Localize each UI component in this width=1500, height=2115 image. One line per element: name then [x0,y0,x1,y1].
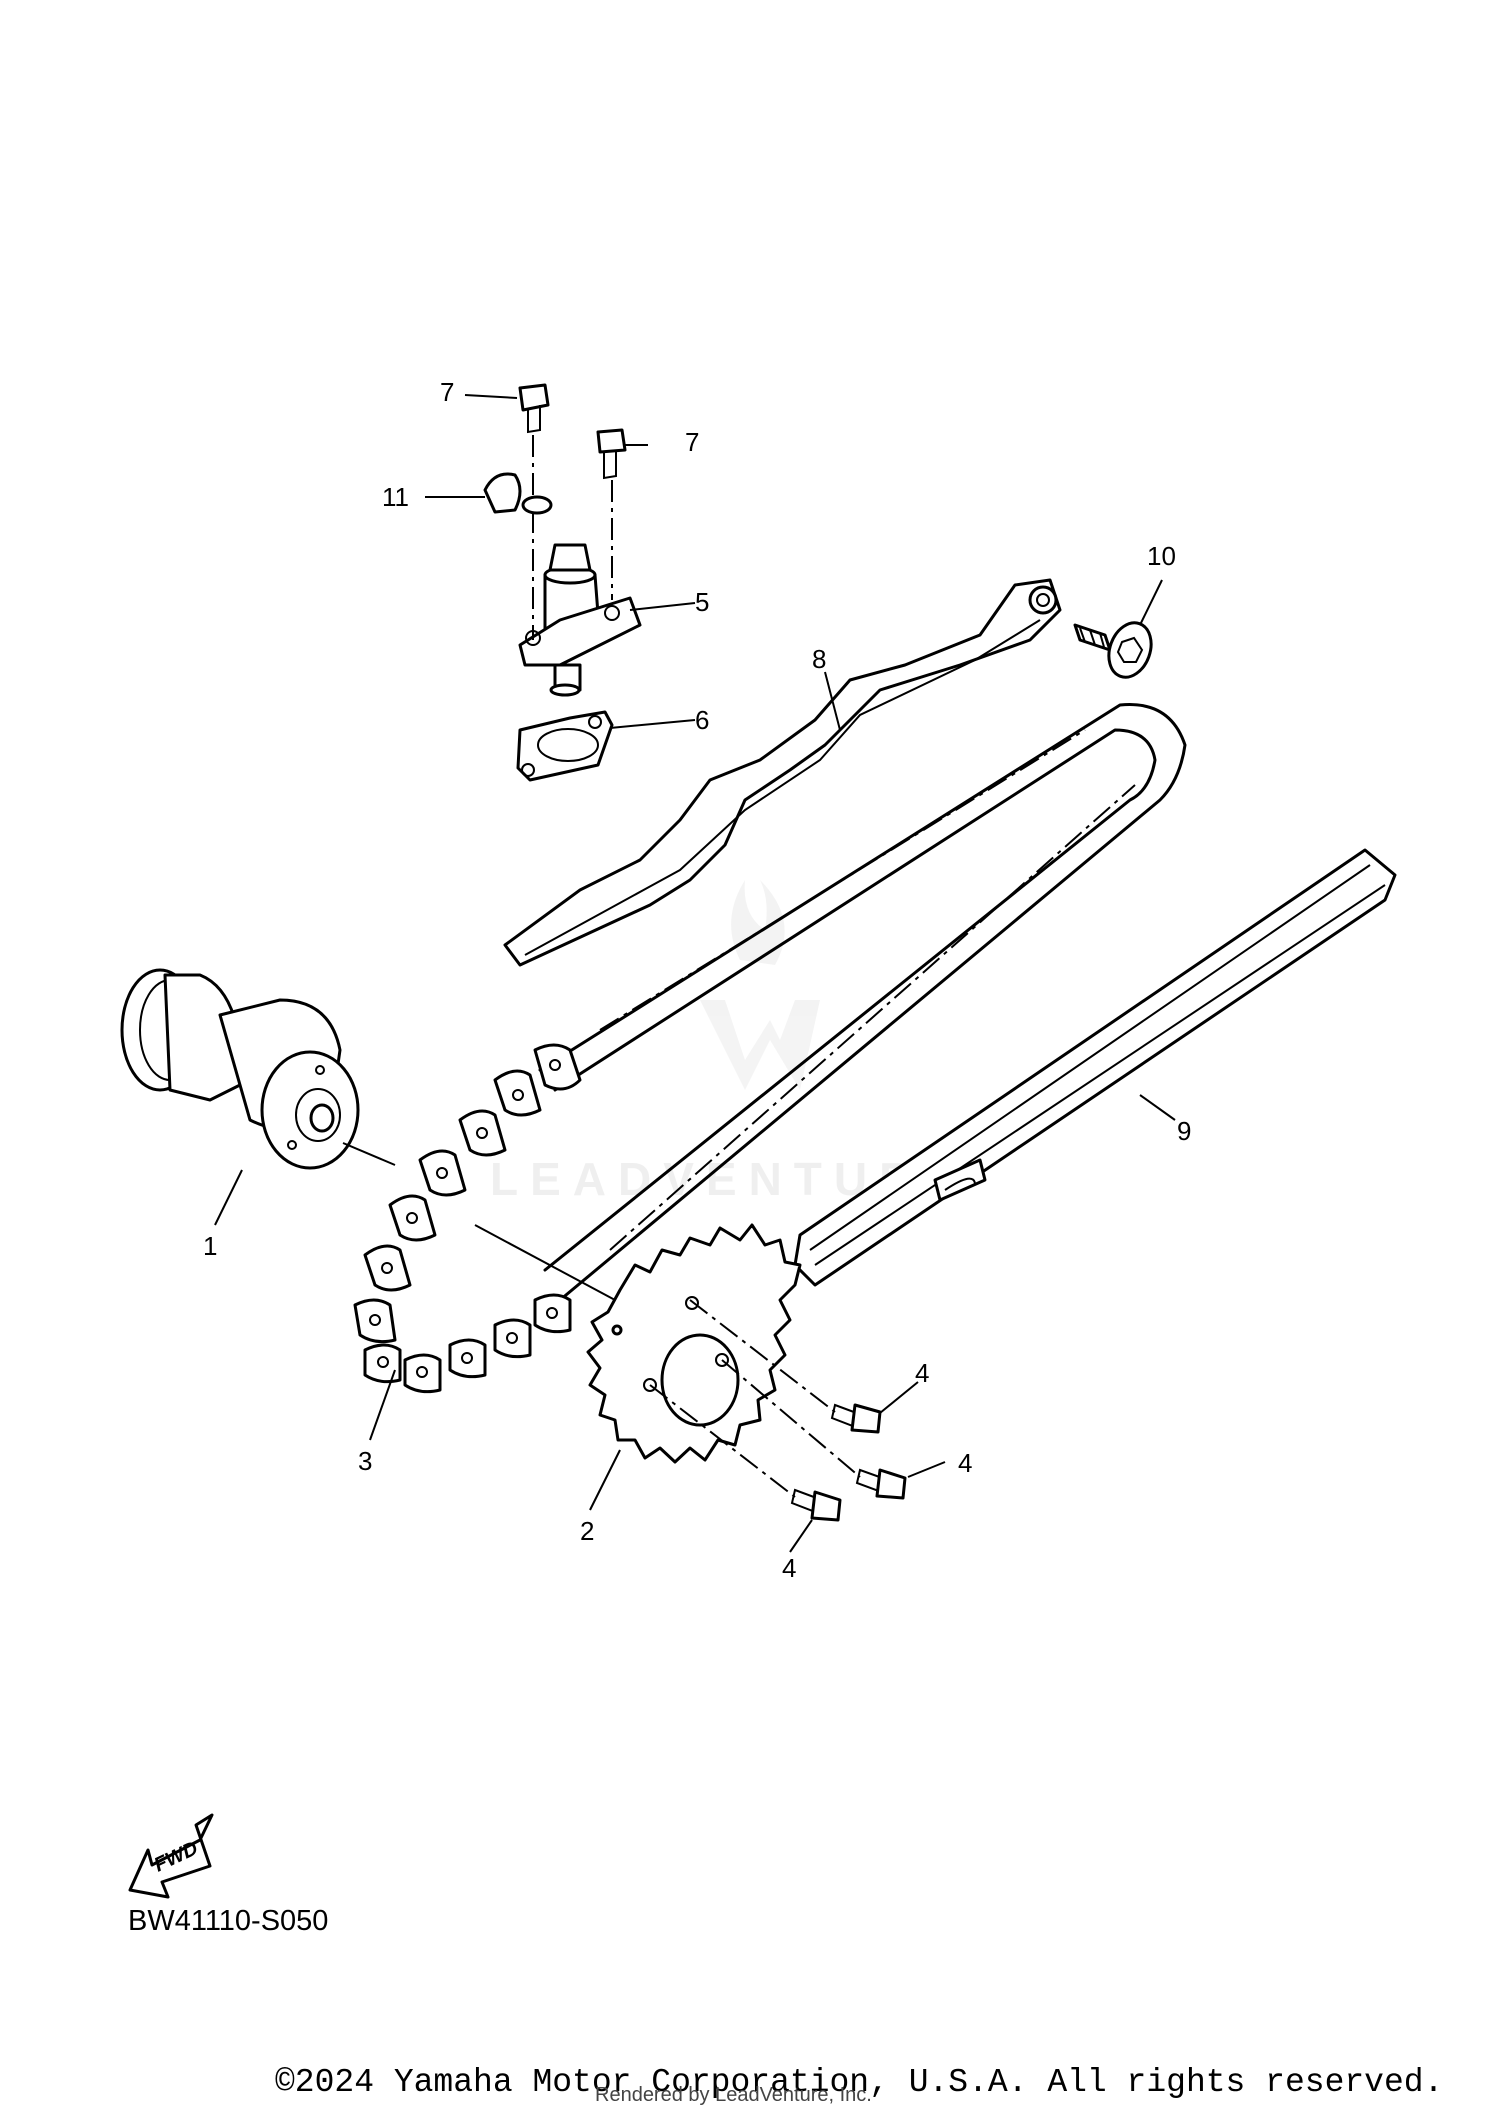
part-9-chain-guide [793,848,1397,1287]
callout-8: 8 [812,644,826,674]
part-10-bolt [1073,621,1153,679]
rendered-by-text: Rendered by LeadVenture, Inc. [595,2084,872,2106]
part-6-gasket [516,683,614,782]
callout-2: 2 [580,1516,594,1546]
callout-4-bottom: 4 [782,1553,796,1583]
part-8-tensioner-guide [503,578,1062,967]
callout-6: 6 [695,705,709,735]
callouts: 7 7 11 5 6 8 10 9 1 3 2 4 4 4 [203,377,1191,1583]
fwd-arrow-icon: FWD [128,1813,214,1899]
callout-11: 11 [382,482,409,512]
callout-7-upper: 7 [440,377,454,407]
callout-7-lower: 7 [685,427,699,457]
chain-links [353,1043,582,1394]
part-3-cam-chain [353,703,1187,1394]
part-7-bolts [518,383,627,640]
part-4-bolts [790,1403,907,1522]
callout-3: 3 [358,1446,372,1476]
callout-5: 5 [695,587,709,617]
copyright-text: ©2024 Yamaha Motor Corporation, U.S.A. A… [275,2064,1444,2101]
callout-4-right: 4 [958,1448,972,1478]
part-11-clamp [483,472,553,515]
part-5-tensioner [518,543,642,692]
callout-1: 1 [203,1231,217,1261]
callout-10: 10 [1147,541,1176,571]
part-2-cam-sprocket [586,1223,802,1464]
callout-9: 9 [1177,1116,1191,1146]
callout-4-top: 4 [915,1358,929,1388]
diagram-code: BW41110-S050 [128,1905,329,1937]
leader-lines [214,394,1176,1553]
part-1-camshaft [120,968,360,1170]
